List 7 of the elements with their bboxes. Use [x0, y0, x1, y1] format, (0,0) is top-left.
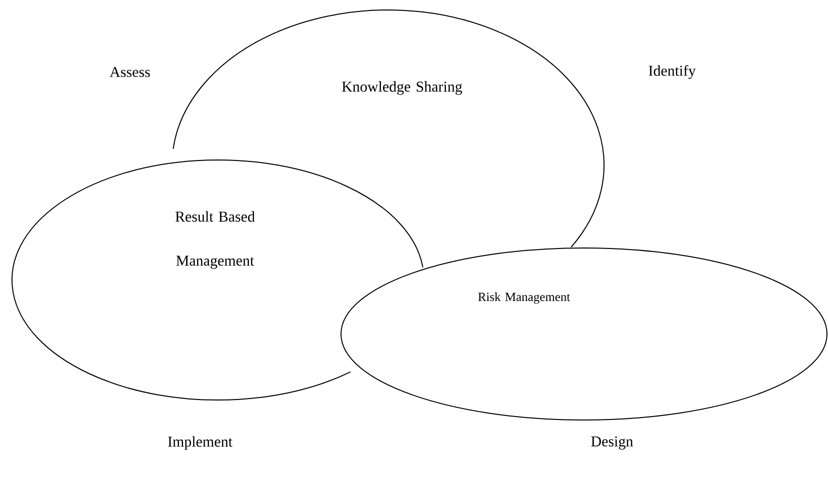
label: Assess	[110, 66, 150, 78]
ellipse-label: Knowledge Sharing	[342, 81, 462, 95]
label: Design	[591, 436, 634, 450]
ellipse-label: Risk Management	[478, 292, 570, 304]
ellipse-label: Result Based Management	[175, 211, 255, 269]
label: Identify	[648, 65, 696, 79]
label: Implement	[168, 436, 232, 450]
